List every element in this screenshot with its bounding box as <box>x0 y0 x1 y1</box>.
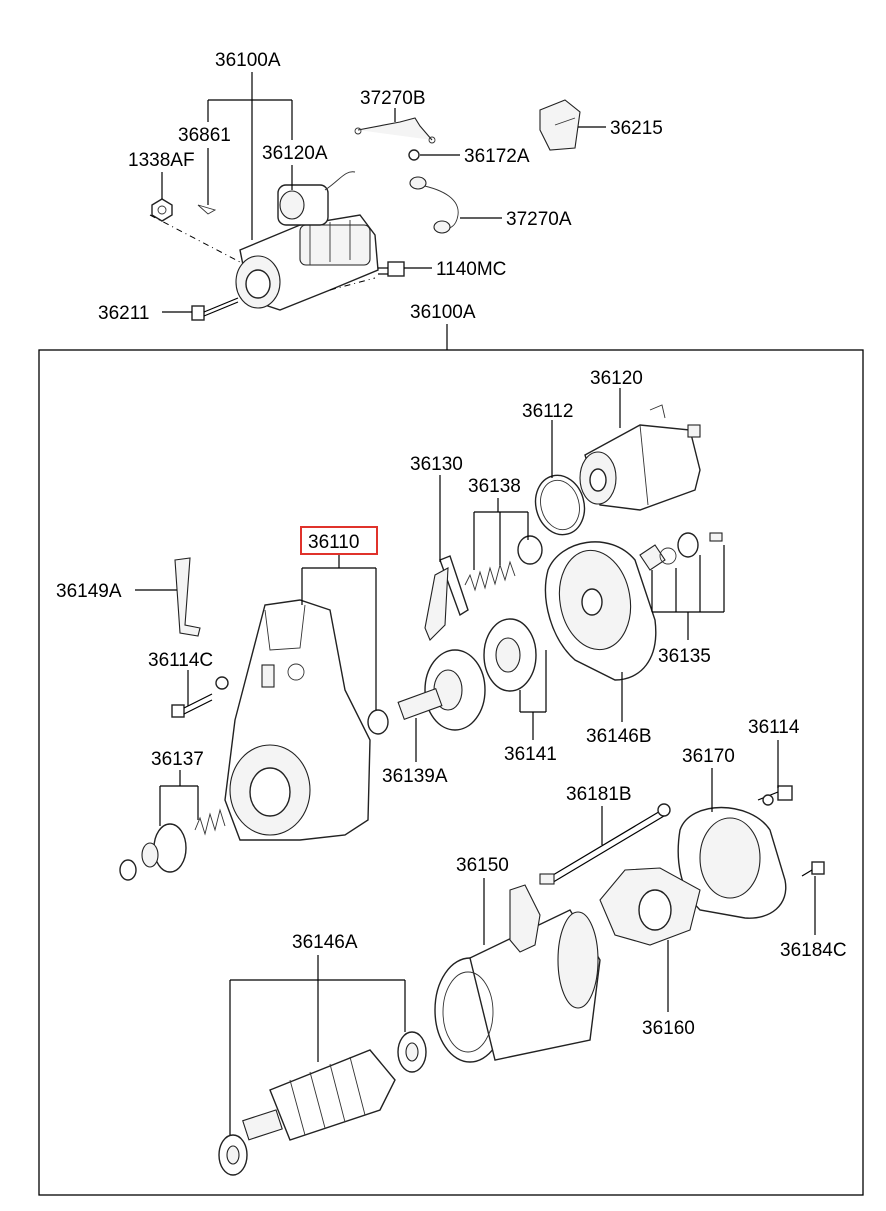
label-36172a[interactable]: 36172A <box>464 146 530 167</box>
label-37270b[interactable]: 37270B <box>360 88 426 109</box>
label-36215[interactable]: 36215 <box>610 118 663 139</box>
label-36120[interactable]: 36120 <box>590 368 643 389</box>
label-36149a[interactable]: 36149A <box>56 581 122 602</box>
label-36130[interactable]: 36130 <box>410 454 463 475</box>
label-36141[interactable]: 36141 <box>504 744 557 765</box>
top-leader-lines <box>161 72 606 350</box>
label-1338af[interactable]: 1338AF <box>128 150 195 171</box>
label-36114[interactable]: 36114 <box>748 717 800 738</box>
highlighted-part-box <box>300 526 378 555</box>
label-36110[interactable]: 36110 <box>308 532 359 553</box>
box-leader-lines <box>135 388 816 1135</box>
label-36112[interactable]: 36112 <box>522 401 573 422</box>
label-36211[interactable]: 36211 <box>98 303 149 324</box>
label-36184c[interactable]: 36184C <box>780 940 847 961</box>
label-36146a[interactable]: 36146A <box>292 932 358 953</box>
label-36150[interactable]: 36150 <box>456 855 509 876</box>
label-36100a-box[interactable]: 36100A <box>410 302 476 323</box>
exploded-view-frame <box>38 349 864 1196</box>
label-36139a[interactable]: 36139A <box>382 766 448 787</box>
exploded-parts-drawing <box>119 404 825 1176</box>
label-36114c[interactable]: 36114C <box>148 650 213 671</box>
label-36100a-top[interactable]: 36100A <box>215 50 281 71</box>
label-36160[interactable]: 36160 <box>642 1018 695 1039</box>
label-36181b[interactable]: 36181B <box>566 784 632 805</box>
label-36120a[interactable]: 36120A <box>262 143 328 164</box>
label-36138[interactable]: 36138 <box>468 476 521 497</box>
label-36861[interactable]: 36861 <box>178 125 231 146</box>
label-36137[interactable]: 36137 <box>151 749 204 770</box>
part-labels: 36100A 37270B 36861 36120A 1338AF 36172A… <box>56 50 847 1039</box>
label-36135[interactable]: 36135 <box>658 646 711 667</box>
starter-assembly-drawing <box>149 99 581 321</box>
label-36170[interactable]: 36170 <box>682 746 735 767</box>
label-1140mc[interactable]: 1140MC <box>436 259 506 280</box>
label-37270a[interactable]: 37270A <box>506 209 572 230</box>
label-36146b[interactable]: 36146B <box>586 726 652 747</box>
